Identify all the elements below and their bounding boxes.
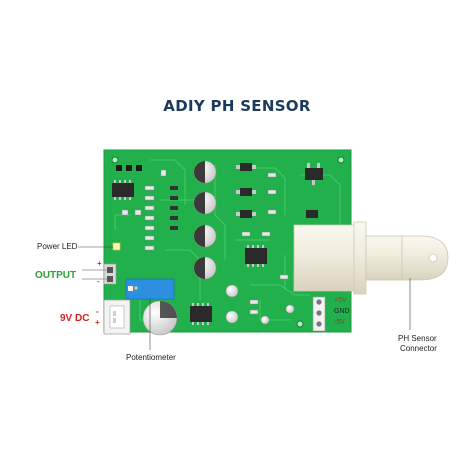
diagram-title: ADIY PH SENSOR bbox=[163, 97, 311, 115]
potentiometer[interactable] bbox=[125, 278, 175, 300]
smd-components-middle bbox=[236, 163, 277, 237]
header-top-left bbox=[116, 165, 142, 171]
dc-input-label: 9V DC bbox=[60, 313, 90, 324]
ph-sensor-connector[interactable] bbox=[293, 221, 449, 295]
pin-5v-pos-label: +5V bbox=[334, 297, 347, 304]
output-header[interactable] bbox=[82, 263, 117, 285]
resistor-array bbox=[121, 169, 178, 251]
pin-5v-neg-label: -5V bbox=[334, 319, 345, 326]
dc-input-connector[interactable] bbox=[103, 299, 131, 335]
ic-chip-top-left bbox=[112, 180, 134, 200]
op-amp-chip bbox=[245, 245, 267, 267]
output-label: OUTPUT bbox=[35, 270, 77, 281]
smd-component bbox=[306, 210, 318, 218]
potentiometer-label: Potentiometer bbox=[126, 353, 176, 362]
dc-plus-label: + bbox=[95, 318, 100, 327]
output-minus-label: - bbox=[97, 277, 100, 286]
output-plus-label: + bbox=[97, 259, 102, 268]
pin-gnd-label: GND bbox=[334, 308, 350, 315]
ic-chip-bottom bbox=[190, 303, 212, 325]
smd-resistors-bottom bbox=[249, 274, 289, 315]
capacitor-column bbox=[193, 160, 217, 280]
dc-minus-label: - bbox=[96, 307, 99, 316]
power-pin-header[interactable] bbox=[312, 296, 326, 332]
ic-chip-top-right bbox=[305, 163, 323, 185]
large-capacitor bbox=[142, 300, 178, 336]
ceramic-capacitors bbox=[225, 284, 295, 325]
ph-connector-label-line1: PH Sensor bbox=[398, 334, 437, 343]
power-led-label: Power LED bbox=[37, 242, 78, 251]
power-led bbox=[112, 242, 121, 251]
ph-connector-label-line2: Connector bbox=[400, 344, 437, 353]
